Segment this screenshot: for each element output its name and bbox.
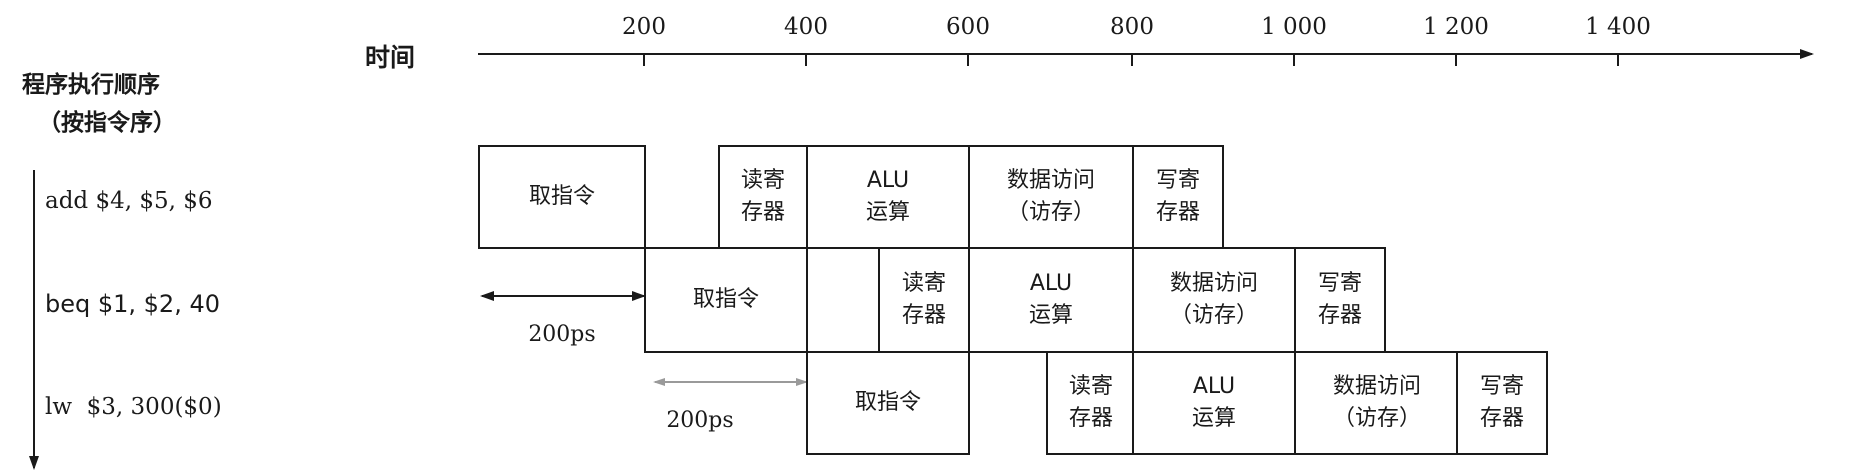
row1-alu-stage: ALU 运算: [806, 145, 970, 249]
stage-label: （访存）: [1169, 303, 1258, 328]
interval-label-second: 200ps: [666, 408, 734, 433]
row3-wb-stage: 写寄存器: [1456, 351, 1548, 455]
stage-label: 数据访问: [1332, 374, 1421, 400]
row1-wb-stage: 写寄存器: [1132, 145, 1224, 249]
program-order-title: 程序执行顺序: [22, 71, 160, 98]
program-order-subtitle: （按指令序）: [38, 109, 176, 136]
stage-label: 运算: [1028, 303, 1073, 328]
stage-label: 存器: [901, 303, 946, 328]
row3-mem-stage: 数据访问 （访存）: [1294, 351, 1460, 455]
stage-label: 写寄: [1155, 168, 1200, 194]
row3-fetch-stage: 取指令: [806, 351, 970, 455]
stage-label: 写寄: [1479, 374, 1524, 400]
instruction-add: add $4, $5, $6: [45, 188, 213, 214]
tick-label-800: 800: [1110, 14, 1154, 40]
stage-label: 存器: [1155, 200, 1200, 225]
stage-label: 读寄: [901, 271, 946, 297]
time-axis-title: 时间: [365, 43, 416, 72]
stage-label: 存器: [1317, 303, 1362, 328]
row1-fetch-stage: 取指令: [478, 145, 646, 249]
tick-label-1400: 1 400: [1585, 14, 1651, 40]
row2-idle-slot: [806, 247, 880, 353]
stage-label: ALU: [1192, 374, 1236, 400]
tick-label-1000: 1 000: [1261, 14, 1327, 40]
stage-label: （访存）: [1332, 406, 1421, 431]
stage-label: 运算: [865, 200, 910, 225]
stage-label: 读寄: [1068, 374, 1113, 400]
row3-reg-read-stage: 读寄存器: [1046, 351, 1136, 455]
row2-reg-read-stage: 读寄存器: [878, 247, 970, 353]
stage-label: 数据访问: [1006, 168, 1095, 194]
tick-label-400: 400: [784, 14, 828, 40]
tick-label-200: 200: [622, 14, 666, 40]
stage-label: 数据访问: [1169, 271, 1258, 297]
instruction-lw: lw $3, 300($0): [45, 394, 222, 420]
row2-wb-stage: 写寄存器: [1294, 247, 1386, 353]
row1-reg-read-stage: 读寄存器: [718, 145, 808, 249]
stage-label: 取指令: [854, 390, 921, 416]
stage-label: 运算: [1191, 406, 1236, 431]
stage-label: 写寄: [1317, 271, 1362, 297]
row2-fetch-stage: 取指令: [644, 247, 808, 353]
stage-label: 存器: [740, 200, 785, 225]
interval-label-first: 200ps: [528, 322, 596, 347]
row2-alu-stage: ALU 运算: [968, 247, 1134, 353]
instruction-beq: beq $1, $2, 40: [45, 290, 220, 318]
row3-alu-stage: ALU 运算: [1132, 351, 1296, 455]
stage-label: 取指令: [528, 184, 595, 210]
row2-mem-stage: 数据访问 （访存）: [1132, 247, 1296, 353]
stage-label: ALU: [866, 168, 910, 194]
tick-label-600: 600: [946, 14, 990, 40]
stage-label: 存器: [1068, 406, 1113, 431]
stage-label: （访存）: [1006, 200, 1095, 225]
tick-label-1200: 1 200: [1423, 14, 1489, 40]
stage-label: 存器: [1479, 406, 1524, 431]
row1-mem-stage: 数据访问 （访存）: [968, 145, 1134, 249]
stage-label: ALU: [1029, 271, 1073, 297]
stage-label: 取指令: [692, 287, 759, 313]
stage-label: 读寄: [740, 168, 785, 194]
